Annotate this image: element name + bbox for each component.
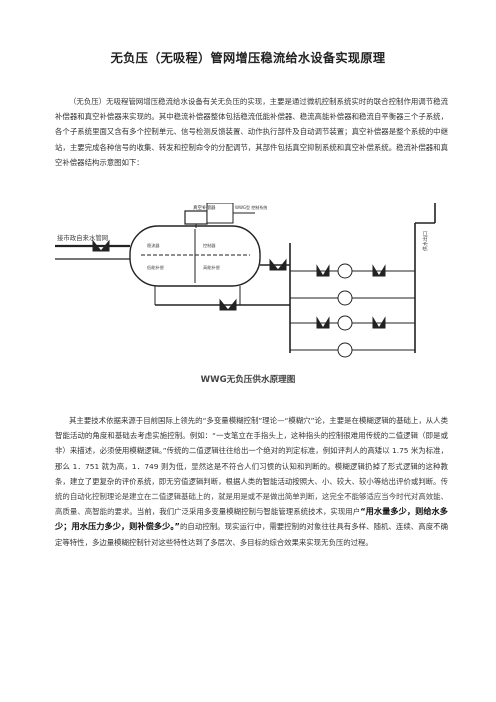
document-title: 无负压（无吸程）管网增压稳流给水设备实现原理 — [110, 51, 386, 65]
tank-upper-right-label: 控制器 — [203, 242, 216, 249]
figure-caption: WWG无负压供水原理图 — [200, 375, 296, 385]
control-system-label: WWG型 控制系统 — [235, 204, 267, 210]
intro-paragraph: （无负压）无吸程管网增压稳流给水设备有关无负压的实现，主要是通过微机控制系统实时… — [55, 97, 448, 167]
body-emphasis: “用水量多少，则给水多少；用水压力多少，则补偿多少。” — [55, 506, 448, 532]
vacuum-compensator-label: 真空补偿器 — [193, 204, 216, 211]
supply-principle-diagram: 真空补偿器 WWG型 控制系统 接市政自来水管网 稳流器 控制器 低能补偿 高能… — [55, 203, 436, 358]
body-text-part4: 的自动控制。现实运行中，需要控制的对象往往具有多样、随机、连续、高度不确定等特性… — [55, 522, 448, 547]
tank-lower-left-label: 低能补偿 — [147, 264, 164, 271]
outlet-label: 供水出口 — [422, 231, 429, 251]
body-text-serif: 传统的自动化控制理论是建立在二值逻辑基础上的，就是用是或不是做出简单判断，这完全… — [55, 476, 448, 517]
tank-lower-right-label: 高能补偿 — [203, 264, 220, 271]
body-text-part1: 其主要技术依据来源于目前国际上领先的“多变量模糊控制”理论—“模糊穴”论，主要是… — [55, 416, 448, 486]
tank-upper-left-label: 稳流器 — [147, 242, 160, 249]
body-paragraph: 其主要技术依据来源于目前国际上领先的“多变量模糊控制”理论—“模糊穴”论，主要是… — [55, 413, 448, 550]
inlet-label: 接市政自来水管网 — [57, 233, 108, 242]
body-text-part3: 当前，我们广泛采用多变量模糊控制与智能管理系统技术，实现用户 — [136, 507, 361, 517]
